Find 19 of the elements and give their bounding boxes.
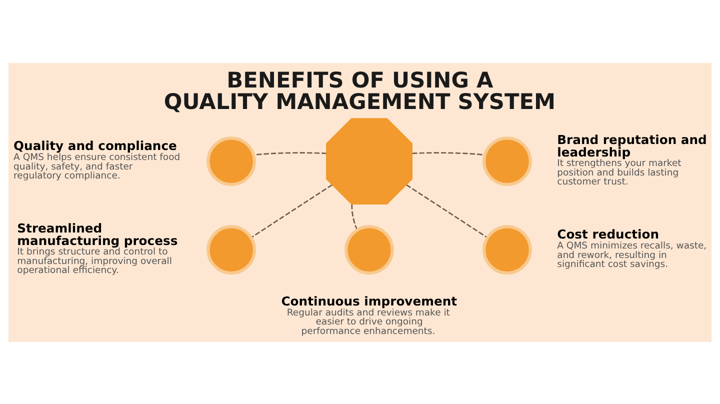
node-label: Cost reduction [557, 227, 660, 242]
connector [412, 152, 485, 156]
node-circle [482, 136, 532, 186]
diagram-title: BENEFITS OF USING A QUALITY MANAGEMENT SYSTEM [164, 68, 556, 115]
connector [254, 152, 327, 156]
node-label: It brings structure and control to manufacturing, improving overall operational efficiency. [17, 246, 172, 276]
connector [250, 184, 333, 238]
connector [351, 204, 358, 230]
node-label: Brand reputation and leadership [557, 132, 707, 159]
node-label: Quality and compliance [14, 138, 177, 153]
node-label: A QMS minimizes recalls, waste, and rework, resulting in significant cost savings. [557, 240, 707, 270]
node-circle [482, 224, 532, 274]
node-circle [344, 224, 394, 274]
node-label: Streamlined manufacturing process [17, 220, 178, 248]
node-circle [206, 136, 256, 186]
node-badge [326, 118, 412, 204]
node-circle [206, 224, 256, 274]
connector [406, 184, 488, 238]
node-label: Continuous improvement [281, 294, 458, 308]
